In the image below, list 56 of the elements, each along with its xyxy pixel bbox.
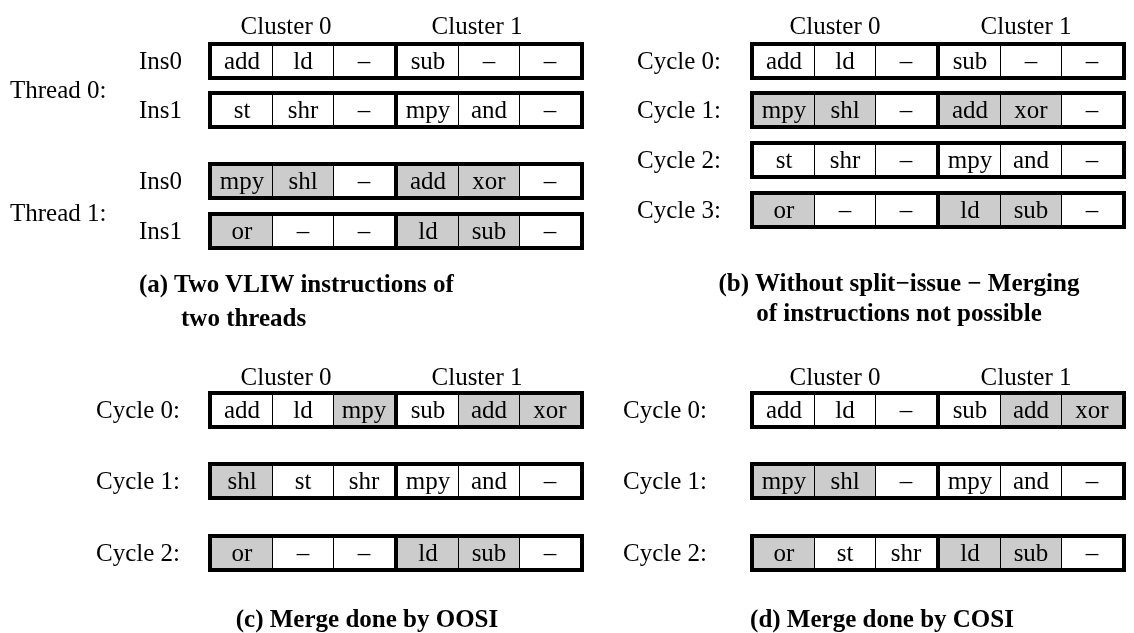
panel-caption: (d) Merge done by COSI	[750, 604, 1014, 633]
column-header: Cluster 0	[789, 362, 881, 392]
column-header: Cluster 1	[980, 362, 1072, 392]
row-label: Ins0	[139, 46, 183, 76]
operation-slot: add	[458, 395, 519, 425]
panel-caption: (a) Two VLIW instructions of two threads	[139, 269, 455, 333]
operation-slot: xor	[519, 395, 580, 425]
operation-slot: mpy	[754, 466, 814, 496]
operation-slot: sub	[458, 538, 519, 568]
operation-slot: xor	[458, 166, 519, 196]
column-header: Cluster 0	[240, 362, 332, 392]
column-header: Cluster 0	[240, 11, 332, 41]
operation-slot: shl	[272, 166, 333, 196]
operation-slot: ld	[398, 216, 458, 246]
operation-slot: mpy	[754, 95, 814, 125]
row-label: Cycle 2:	[623, 538, 707, 568]
operation-slot: sub	[1000, 195, 1061, 225]
row-label: Cycle 0:	[637, 46, 721, 76]
row-label: Ins1	[139, 216, 183, 246]
operation-slot: add	[1000, 395, 1061, 425]
row-label: Cycle 1:	[637, 95, 721, 125]
row-label: Cycle 1:	[623, 466, 707, 496]
operation-slot: sub	[1000, 538, 1061, 568]
panel-caption: (b) Without split−issue − Merging of instructions not possible	[717, 268, 1081, 328]
row-label: Cycle 1:	[96, 466, 180, 496]
operation-slot: or	[212, 216, 272, 246]
row-label: Cycle 3:	[637, 195, 721, 225]
row-label: Cycle 0:	[96, 395, 180, 425]
operation-slot: shl	[212, 466, 272, 496]
row-label: Thread 1:	[10, 198, 107, 228]
operation-slot: mpy	[333, 395, 394, 425]
operation-slot: or	[212, 538, 272, 568]
operation-slot: ld	[940, 195, 1000, 225]
row-label: Thread 0:	[10, 75, 107, 105]
column-header: Cluster 1	[980, 11, 1072, 41]
operation-slot: xor	[1000, 95, 1061, 125]
column-header: Cluster 1	[431, 11, 523, 41]
operation-slot: shl	[814, 95, 875, 125]
operation-slot: add	[398, 166, 458, 196]
row-label: Cycle 2:	[96, 538, 180, 568]
operation-slot: or	[754, 195, 814, 225]
row-label: Ins0	[139, 166, 183, 196]
operation-slot: ld	[398, 538, 458, 568]
operation-slot: or	[754, 538, 814, 568]
column-header: Cluster 1	[431, 362, 523, 392]
operation-slot: sub	[458, 216, 519, 246]
column-header: Cluster 0	[789, 11, 881, 41]
operation-slot: add	[940, 95, 1000, 125]
operation-slot: xor	[1061, 395, 1122, 425]
row-label: Ins1	[139, 95, 183, 125]
operation-slot: mpy	[212, 166, 272, 196]
row-label: Cycle 0:	[623, 395, 707, 425]
row-label: Cycle 2:	[637, 145, 721, 175]
panel-caption: (c) Merge done by OOSI	[235, 604, 499, 633]
operation-slot: ld	[940, 538, 1000, 568]
operation-slot: shl	[814, 466, 875, 496]
